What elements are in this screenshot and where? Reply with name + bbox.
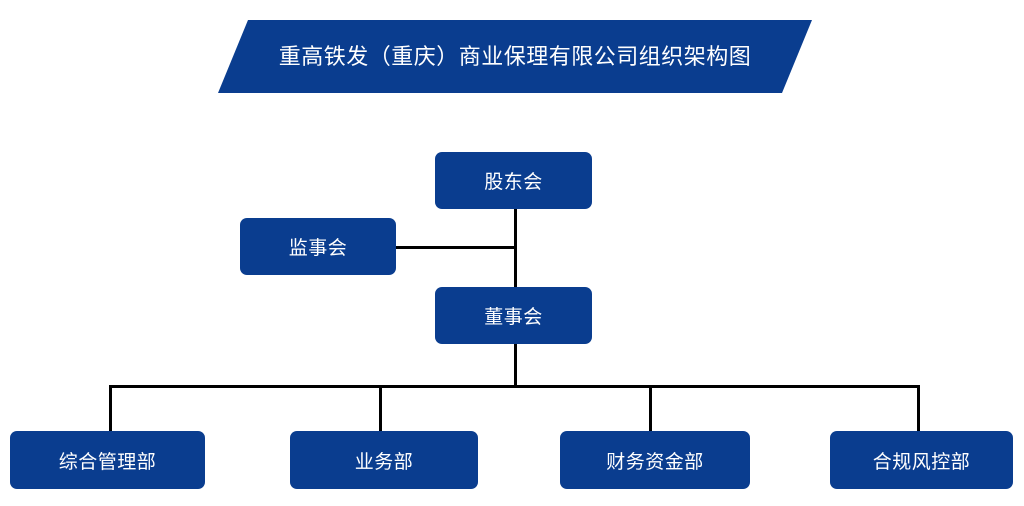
connector-bus-to-dept1: [109, 385, 112, 432]
node-board-of-directors[interactable]: 董事会: [435, 287, 592, 344]
node-general-management-department[interactable]: 综合管理部: [10, 431, 205, 489]
node-business-department[interactable]: 业务部: [290, 431, 478, 489]
node-board-of-supervisors[interactable]: 监事会: [240, 218, 396, 275]
connector-bus-to-dept3: [649, 385, 652, 432]
connector-directors-to-bus: [514, 343, 517, 387]
connector-bus-to-dept2: [379, 385, 382, 432]
chart-title-banner: 重高铁发（重庆）商业保理有限公司组织架构图: [218, 20, 812, 93]
connector-bus-to-dept4: [917, 385, 920, 432]
chart-title-text: 重高铁发（重庆）商业保理有限公司组织架构图: [278, 43, 752, 69]
node-compliance-risk-control-department[interactable]: 合规风控部: [830, 431, 1013, 489]
node-finance-funds-department[interactable]: 财务资金部: [560, 431, 750, 489]
node-shareholders-meeting[interactable]: 股东会: [435, 152, 592, 209]
connector-department-bus: [109, 385, 920, 388]
connector-supervisors-to-spine: [395, 246, 516, 249]
